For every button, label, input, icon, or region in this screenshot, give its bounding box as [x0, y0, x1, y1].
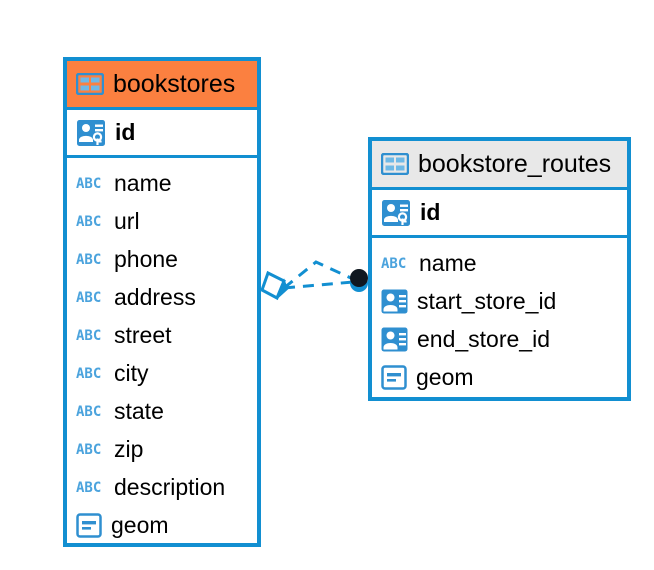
field-row-zip[interactable]: ABC zip: [76, 430, 248, 468]
field-row-end-store-id[interactable]: end_store_id: [381, 320, 618, 358]
svg-text:ABC: ABC: [381, 256, 406, 271]
entity-title: bookstore_routes: [418, 149, 612, 178]
field-row-city[interactable]: ABC city: [76, 354, 248, 392]
field-label: phone: [114, 245, 178, 272]
field-row-street[interactable]: ABC street: [76, 316, 248, 354]
text-type-icon: ABC: [76, 480, 101, 495]
field-row-phone[interactable]: ABC phone: [76, 240, 248, 278]
primary-key-icon: [382, 199, 410, 226]
svg-text:ABC: ABC: [76, 404, 101, 419]
field-row-geom[interactable]: geom: [76, 506, 248, 544]
field-label: zip: [114, 435, 144, 462]
relationship-line-lower: [283, 280, 354, 290]
text-type-icon: ABC: [76, 176, 101, 191]
table-icon: [381, 153, 409, 175]
text-type-icon: ABC: [76, 442, 101, 457]
geometry-type-icon: [381, 364, 407, 390]
field-label: street: [114, 321, 172, 348]
entity-header-bookstores: bookstores: [67, 61, 257, 110]
text-type-icon: ABC: [76, 252, 101, 267]
table-icon: [76, 73, 104, 95]
text-type-icon: ABC: [76, 214, 101, 229]
svg-text:ABC: ABC: [76, 252, 101, 267]
field-label: geom: [416, 363, 474, 390]
field-label: name: [419, 249, 477, 276]
entity-title: bookstores: [113, 69, 236, 98]
field-label: id: [115, 119, 136, 145]
field-label: url: [114, 207, 140, 234]
svg-text:ABC: ABC: [76, 480, 101, 495]
svg-text:ABC: ABC: [76, 328, 101, 343]
text-type-icon: ABC: [76, 404, 101, 419]
text-type-icon: ABC: [381, 256, 406, 271]
primary-key-row-bookstore-routes[interactable]: id: [372, 190, 627, 238]
svg-text:ABC: ABC: [76, 176, 101, 191]
text-type-icon: ABC: [76, 290, 101, 305]
geometry-type-icon: [76, 512, 102, 538]
text-type-icon: ABC: [76, 366, 101, 381]
diamond-marker: [260, 270, 289, 301]
field-label: address: [114, 283, 196, 310]
field-row-start-store-id[interactable]: start_store_id: [381, 282, 618, 320]
field-label: city: [114, 359, 149, 386]
field-row-address[interactable]: ABC address: [76, 278, 248, 316]
field-row-url[interactable]: ABC url: [76, 202, 248, 240]
field-label: name: [114, 169, 172, 196]
foreign-key-icon: [381, 289, 408, 313]
field-row-description[interactable]: ABC description: [76, 468, 248, 506]
field-row-state[interactable]: ABC state: [76, 392, 248, 430]
svg-text:ABC: ABC: [76, 290, 101, 305]
entity-bookstores[interactable]: bookstores id ABC name: [63, 57, 261, 547]
field-row-geom[interactable]: geom: [381, 358, 618, 396]
svg-text:ABC: ABC: [76, 442, 101, 457]
entity-bookstore-routes[interactable]: bookstore_routes id ABC name: [368, 137, 631, 401]
primary-key-row-bookstores[interactable]: id: [67, 110, 257, 158]
field-list-bookstores: ABC name ABC url ABC phone ABC: [67, 158, 257, 552]
field-row-name[interactable]: ABC name: [76, 164, 248, 202]
foreign-key-icon: [381, 327, 408, 351]
field-label: end_store_id: [417, 325, 550, 352]
svg-text:ABC: ABC: [76, 366, 101, 381]
field-label: description: [114, 473, 226, 500]
field-label: start_store_id: [417, 287, 557, 314]
field-label: geom: [111, 511, 169, 538]
svg-text:ABC: ABC: [76, 214, 101, 229]
field-row-name[interactable]: ABC name: [381, 244, 618, 282]
text-type-icon: ABC: [76, 328, 101, 343]
field-label: state: [114, 397, 164, 424]
primary-key-icon: [77, 119, 105, 146]
filled-circle-marker: [350, 269, 368, 292]
field-label: id: [420, 199, 441, 225]
relationship-line-upper: [283, 260, 354, 290]
field-list-bookstore-routes: ABC name start_store_id: [372, 238, 627, 404]
entity-header-bookstore-routes: bookstore_routes: [372, 141, 627, 190]
